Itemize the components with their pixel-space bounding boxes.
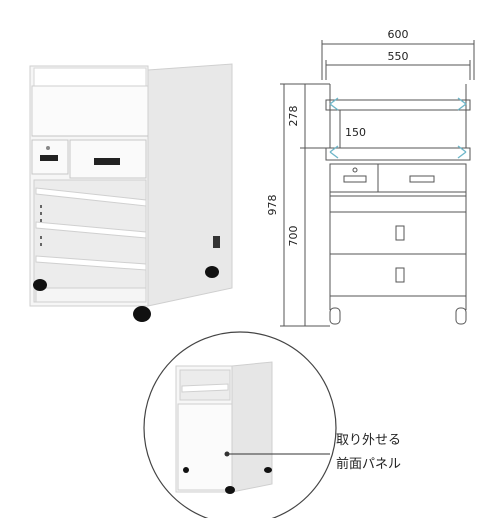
dim-label-550: 550 (388, 50, 409, 63)
dimension-drawing (280, 40, 475, 327)
dim-label-150: 150 (345, 126, 366, 139)
dim-label-978: 978 (266, 195, 279, 216)
callout-line-2: 前面パネル (336, 456, 401, 472)
callout-line-1: 取り外せる (336, 433, 401, 448)
bracket-marks (329, 97, 467, 159)
front-panel (177, 403, 233, 491)
dim-label-700: 700 (287, 226, 300, 247)
cabinet-photo (29, 63, 233, 322)
dim-label-600: 600 (388, 28, 409, 41)
detail-circle (143, 331, 337, 518)
dim-label-278: 278 (287, 106, 300, 127)
